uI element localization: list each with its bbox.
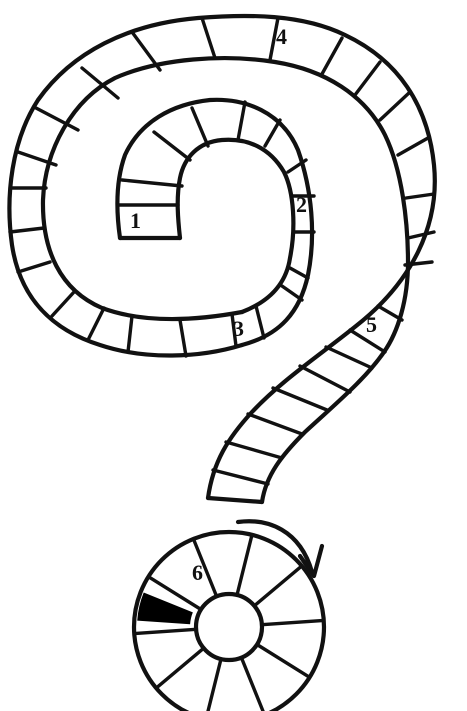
cell-divider	[192, 108, 208, 146]
cell-divider	[265, 120, 280, 146]
label-1: 1	[130, 208, 141, 233]
cell-divider	[398, 138, 428, 155]
cell-divider	[202, 18, 215, 58]
cell-divider	[322, 38, 342, 74]
cell-divider	[290, 268, 308, 278]
cell-divider	[406, 194, 434, 198]
cell-divider	[273, 388, 327, 410]
label-2: 2	[296, 192, 307, 217]
cell-divider	[122, 180, 182, 186]
ring-cell-divider	[262, 620, 324, 624]
ring-cell-divider	[237, 535, 252, 595]
cell-divider	[408, 232, 434, 238]
cell-divider	[248, 414, 302, 434]
cell-divider	[300, 366, 350, 392]
cell-divider	[256, 306, 264, 338]
cell-divider	[355, 62, 380, 95]
spiral-outer-wall	[9, 16, 434, 498]
cell-divider	[226, 442, 282, 458]
cell-divider	[378, 306, 402, 320]
cell-divider	[213, 470, 268, 484]
label-5: 5	[366, 312, 377, 337]
ring-inner-circle	[196, 594, 262, 660]
ring-track	[134, 532, 324, 711]
label-3: 3	[233, 316, 244, 341]
cell-divider	[132, 32, 160, 70]
stem-end-cap	[208, 498, 262, 502]
cell-divider	[52, 292, 74, 316]
track-cell-dividers	[10, 18, 434, 484]
cell-divider	[18, 262, 50, 272]
cell-divider	[180, 320, 186, 356]
label-4: 4	[276, 24, 287, 49]
ring-cell-divider	[206, 659, 221, 711]
ring-cell-divider	[254, 566, 301, 606]
coil-outer-edge	[117, 100, 312, 345]
spiral-inner-wall	[43, 58, 408, 502]
cell-divider	[154, 132, 190, 160]
label-6: 6	[192, 560, 203, 585]
cell-divider	[326, 347, 372, 368]
cell-divider	[88, 308, 104, 340]
ring-cell-divider	[156, 648, 204, 688]
coil-inner-edge	[178, 140, 294, 312]
cell-divider	[82, 68, 118, 98]
cell-divider	[380, 92, 410, 120]
cell-divider	[282, 286, 302, 300]
ring-cell-divider	[241, 658, 264, 711]
cell-divider	[238, 102, 245, 140]
cell-divider	[128, 316, 132, 352]
cell-divider	[10, 228, 44, 232]
ring-cell-divider	[257, 645, 310, 678]
ring-cell-divider	[134, 629, 196, 633]
